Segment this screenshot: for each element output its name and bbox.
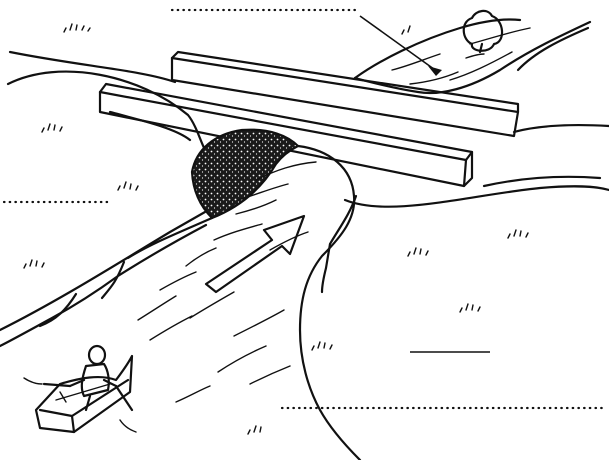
answer-blanks	[4, 10, 604, 408]
pointer-arrowhead	[428, 66, 442, 76]
bridge	[100, 52, 518, 186]
tunnel-arch	[192, 130, 298, 218]
pointer-line	[360, 16, 438, 72]
flow-arrow	[206, 216, 304, 292]
hill-outlines	[0, 19, 609, 330]
rowing-boat	[24, 346, 136, 432]
tree	[464, 11, 502, 58]
